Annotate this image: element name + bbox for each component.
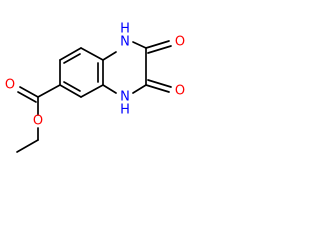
atom-n1: N <box>120 35 130 50</box>
bond-n4-c4a <box>102 84 117 94</box>
bond-ccarbonyl-o-second <box>17 91 37 103</box>
bond-c3-o-second <box>147 79 172 88</box>
atom-n4: N <box>120 90 130 105</box>
bond-c6-c5-inner <box>63 81 81 92</box>
atom-o-carbonyl: O <box>5 78 15 93</box>
atom-o-ester: O <box>33 114 43 129</box>
bond-n1-c2 <box>132 41 147 49</box>
bond-c5-c4a <box>80 84 104 98</box>
atom-n4-h: H <box>120 103 130 118</box>
atom-o-c3: O <box>175 84 185 99</box>
bond-c8-c7-inner <box>63 53 81 64</box>
bond-c8-c7 <box>59 47 82 61</box>
structure-diagram: H N N H O O O O <box>5 22 185 153</box>
bond-c6-ccarbonyl <box>37 84 61 98</box>
atom-o-c2: O <box>175 35 185 50</box>
bond-ch2-ch3 <box>16 139 39 153</box>
atom-labels: H N N H O O O O <box>5 22 185 129</box>
bond-c6-c5 <box>59 84 82 98</box>
atom-n1-h: H <box>120 22 130 37</box>
bond-c8a-n1 <box>102 51 117 61</box>
bonds <box>16 40 172 153</box>
bond-c2-o <box>145 40 170 49</box>
bond-c8a-c8 <box>80 47 104 61</box>
bond-c2-o-second <box>147 45 172 54</box>
bond-c3-n4 <box>132 84 147 94</box>
bond-ccarbonyl-o <box>19 86 39 98</box>
bond-c3-o <box>145 84 170 93</box>
